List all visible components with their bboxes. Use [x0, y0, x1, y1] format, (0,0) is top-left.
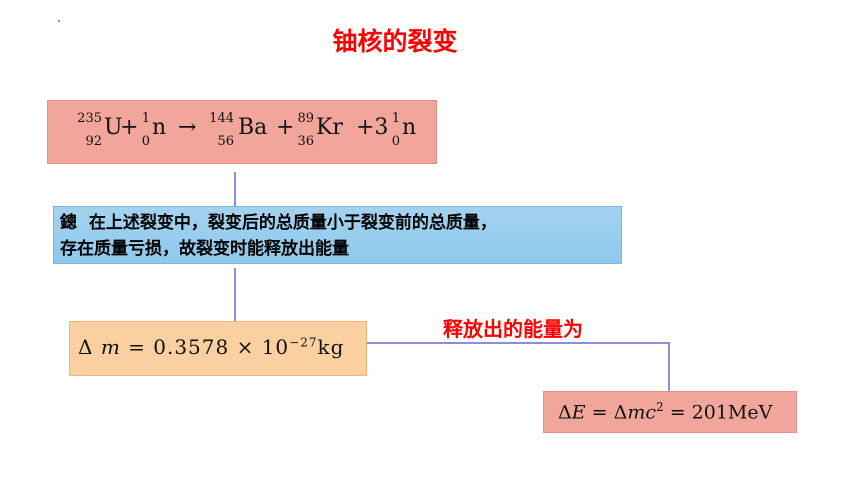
- connector-line: [367, 342, 670, 344]
- fission-equation-box: 235 92 U + 1 0 n → 144 56 Ba + 89 36 Kr …: [47, 100, 437, 164]
- decorative-dot: [58, 20, 60, 22]
- mass-defect-formula: Δ m = 0.3578 × 10−27kg: [78, 335, 345, 359]
- plus-sign: +: [120, 115, 139, 140]
- nuclide-barium: 144 56 Ba: [209, 111, 268, 149]
- energy-label: 释放出的能量为: [443, 317, 583, 341]
- energy-box: ΔE = Δmc2 = 201MeV: [543, 391, 797, 433]
- mass-defect-box: Δ m = 0.3578 × 10−27kg: [69, 321, 367, 376]
- note-line-2: 存在质量亏损，故裂变时能释放出能量: [60, 239, 349, 259]
- nuclide-uranium: 235 92 U: [77, 111, 123, 149]
- nuclide-neutron: 1 0 n: [391, 111, 417, 149]
- coefficient: +3: [356, 115, 389, 140]
- page-title: 铀核的裂变: [332, 27, 458, 56]
- nuclide-krypton: 89 36 Kr: [297, 111, 343, 149]
- connector-line: [234, 172, 236, 206]
- reaction-arrow: →: [178, 115, 197, 140]
- connector-line: [234, 268, 236, 321]
- connector-line: [668, 342, 670, 391]
- explanation-note: 鏓 在上述裂变中，裂变后的总质量小于裂变前的总质量， 存在质量亏损，故裂变时能释…: [53, 206, 622, 264]
- energy-formula: ΔE = Δmc2 = 201MeV: [558, 400, 773, 424]
- note-icon: 鏓: [60, 213, 77, 233]
- plus-sign: +: [276, 115, 295, 140]
- note-line-1: 鏓 在上述裂变中，裂变后的总质量小于裂变前的总质量，: [60, 213, 497, 233]
- nuclide-neutron: 1 0 n: [141, 111, 167, 149]
